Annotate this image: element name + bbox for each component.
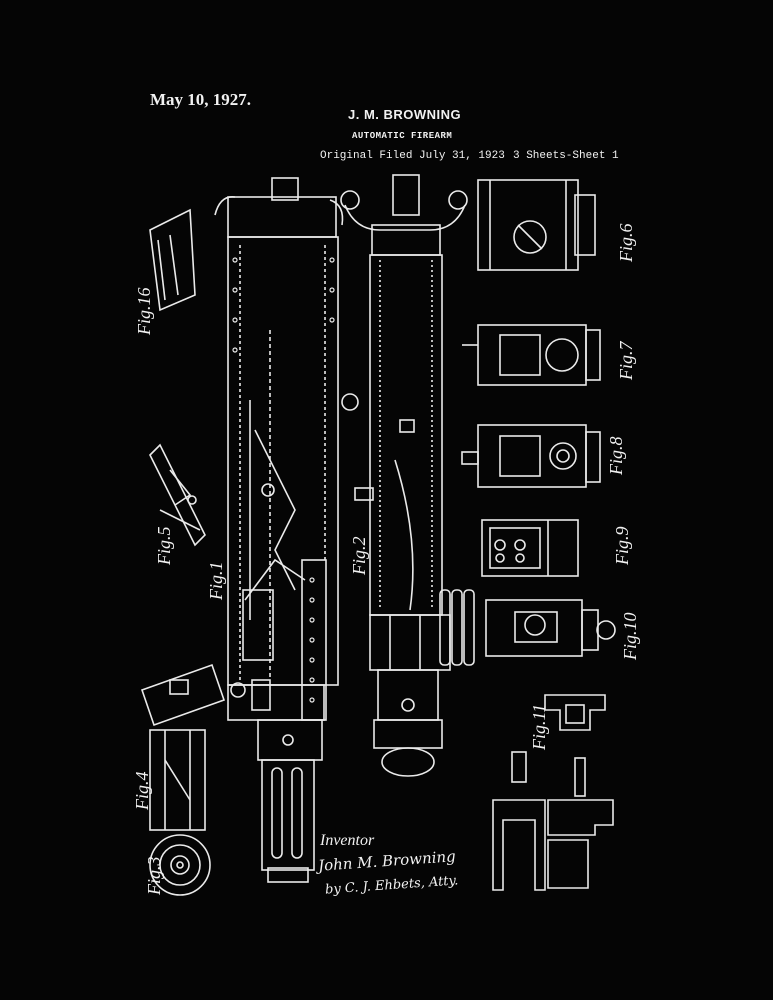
- inventor-name: J. M. BROWNING: [348, 107, 462, 122]
- fig8-label: Fig.8: [606, 437, 626, 477]
- fig1-drawing: [214, 177, 359, 883]
- patent-date: May 10, 1927.: [150, 90, 252, 109]
- fig9-drawing: [481, 519, 579, 577]
- fig8-drawing: [461, 424, 601, 488]
- fig2-drawing: [340, 174, 475, 777]
- fig16-drawing: [149, 208, 196, 312]
- filing-date: Original Filed July 31, 1923: [320, 150, 505, 162]
- fig7-drawing: [462, 324, 601, 386]
- inventor-label: Inventor: [320, 832, 375, 849]
- fig9-label: Fig.9: [612, 527, 632, 567]
- fig11-label: Fig.11: [529, 704, 549, 751]
- fig11-drawing: [492, 694, 614, 891]
- fig16-label: Fig.16: [134, 288, 154, 337]
- fig5-drawing: [149, 443, 206, 547]
- fig10-drawing: [485, 599, 616, 657]
- fig6-drawing: [477, 179, 596, 271]
- fig6-label: Fig.6: [616, 224, 636, 264]
- fig10-label: Fig.10: [620, 613, 640, 662]
- fig5-label: Fig.5: [154, 527, 174, 567]
- fig1-label: Fig.1: [206, 562, 226, 602]
- feed-block-drawing: [140, 663, 226, 727]
- fig4-drawing: [149, 729, 206, 831]
- fig2-label: Fig.2: [349, 537, 369, 577]
- fig4-label: Fig.4: [132, 772, 152, 812]
- fig3-label: Fig.3: [144, 857, 164, 897]
- patent-title: AUTOMATIC FIREARM: [352, 131, 453, 141]
- fig7-label: Fig.7: [616, 341, 636, 381]
- sheet-number: 3 Sheets-Sheet 1: [513, 150, 619, 162]
- fig3-drawing: [149, 834, 211, 896]
